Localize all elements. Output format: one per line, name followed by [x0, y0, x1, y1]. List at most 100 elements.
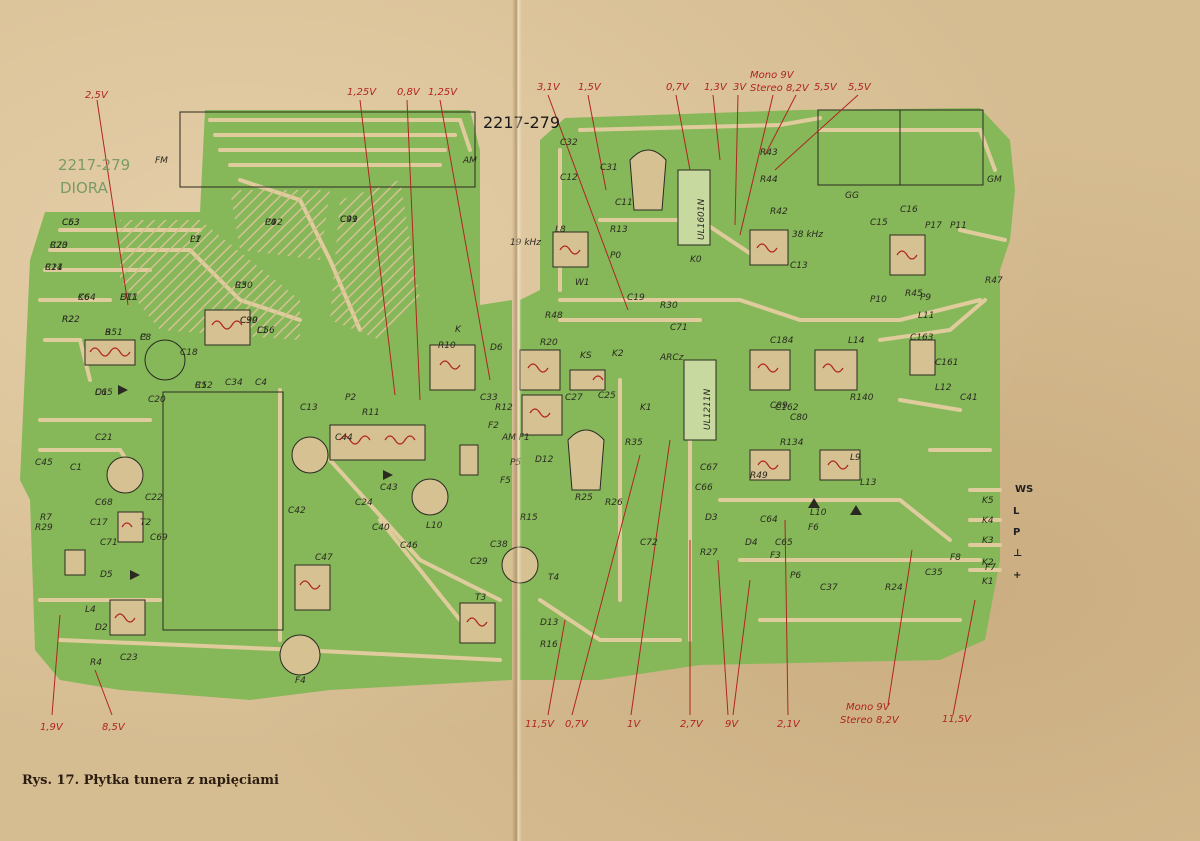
component-label: L11: [918, 311, 934, 321]
voltage-top-0: 2,5V: [85, 90, 109, 101]
voltage-bottom-5: 2,7V: [680, 719, 704, 730]
component-label: C64: [760, 515, 778, 525]
component-label: L9: [850, 453, 861, 463]
component-label: T3: [475, 593, 486, 603]
component-label: C162: [775, 403, 799, 413]
voltage-top-7: 1,3V: [704, 82, 728, 93]
ic-ul1211n: [683, 359, 717, 441]
component-label: C50: [235, 281, 253, 291]
connector-label-gnd: ⊥: [1013, 548, 1022, 559]
component-label: D1: [95, 388, 108, 398]
component-label: R10: [438, 341, 456, 351]
component-label: R25: [575, 493, 593, 503]
component-label: L8: [555, 225, 566, 235]
component-label: D13: [540, 618, 559, 628]
component-label: ARCz: [659, 353, 684, 363]
component-label: L13: [860, 478, 877, 488]
component-label: C65: [775, 538, 793, 548]
component-label: D6: [490, 343, 503, 353]
band-fm-label: FM: [155, 156, 168, 166]
component-label: F4: [295, 676, 306, 686]
ic1-label: UL1601N: [697, 198, 707, 240]
component-label: K0: [690, 255, 702, 265]
hatched-pour-center: [330, 180, 420, 340]
component-label: R24: [885, 583, 903, 593]
ic-ul1601n: [677, 169, 711, 246]
component-label: F3: [770, 551, 781, 561]
component-label: R22: [62, 315, 80, 325]
component-label: C15: [870, 218, 888, 228]
component-label: R51: [105, 328, 123, 338]
component-label: C12: [560, 173, 578, 183]
component-label: R15: [520, 513, 538, 523]
component-label: T2: [140, 518, 151, 528]
component-label: R140: [850, 393, 874, 403]
component-label: D3: [705, 513, 718, 523]
component-label: C80: [790, 413, 808, 423]
component-label: C163: [910, 333, 934, 343]
component-label: F5: [500, 476, 511, 486]
component-label: R11: [362, 408, 380, 418]
component-label: F2: [488, 421, 499, 431]
component-label: R13: [610, 225, 628, 235]
component-label: C71: [100, 538, 118, 548]
component-label: C13: [790, 261, 808, 271]
component-label: R35: [625, 438, 643, 448]
connector-pin-k1: K1: [982, 577, 994, 587]
component-label: B: [105, 328, 111, 338]
paper-fold: [512, 0, 522, 841]
component-label: R4: [90, 658, 102, 668]
gg-label: GG: [845, 191, 859, 201]
component-label: C67: [700, 463, 718, 473]
component-label: C56: [257, 326, 275, 336]
component-label: C23: [120, 653, 138, 663]
component-label: C18: [180, 348, 198, 358]
component-label: R47: [985, 276, 1003, 286]
voltage-top-3: 1,25V: [428, 87, 458, 98]
voltage-leaders: [51, 94, 976, 716]
capacitor-c18: [106, 456, 144, 494]
component-label: T4: [548, 573, 559, 583]
component-label: C68: [95, 498, 113, 508]
voltage-bottom-6: 9V: [725, 719, 739, 730]
connector-pin-k3: K3: [982, 536, 994, 546]
voltage-bottom-8: 11,5V: [942, 714, 972, 725]
component-label: C92: [265, 218, 283, 228]
component-label: P7: [190, 235, 201, 245]
component-label: C11: [615, 198, 633, 208]
component-label: L10: [810, 508, 827, 518]
component-label: C39: [240, 316, 258, 326]
component-label: K: [455, 325, 462, 335]
component-label: L1: [190, 235, 201, 245]
transistor-t2: [567, 429, 605, 491]
figure-caption: Rys. 17. Płytka tunera z napięciami: [22, 773, 279, 788]
capacitor-c1: [144, 339, 186, 381]
stamp-brand-label: DIORA: [60, 179, 109, 197]
voltage-bottom-0: 1,9V: [40, 722, 64, 733]
pcb-copper-right: [520, 108, 1015, 680]
component-label: C43: [380, 483, 398, 493]
voltages-top: 2,5V 1,25V 0,8V 1,25V 3,1V 1,5V 0,7V 1,3…: [85, 70, 872, 101]
stamp-code-label: 2217-279: [58, 156, 130, 174]
component-label: C1: [70, 463, 82, 473]
coil-windings: [89, 243, 918, 627]
component-label: C20: [148, 395, 166, 405]
connector-label-l: L: [1013, 506, 1020, 517]
connector-label-plus: +: [1013, 570, 1021, 581]
component-label: C13: [300, 403, 318, 413]
component-label: C89: [770, 401, 788, 411]
connector-labels: WS L P ⊥ +: [1013, 484, 1033, 581]
component-label: R26: [605, 498, 623, 508]
component-label: C69: [150, 533, 168, 543]
component-label: R43: [760, 148, 778, 158]
component-label: L1: [257, 326, 268, 336]
component-label: K1: [640, 403, 652, 413]
component-label: C47: [315, 553, 333, 563]
component-label: C19: [627, 293, 645, 303]
component-label: C32: [560, 138, 578, 148]
component-label: C184: [770, 336, 794, 346]
component-label: C14: [45, 263, 63, 273]
component-label: R2: [62, 315, 74, 325]
freq-38-label: 38 kHz: [792, 230, 823, 240]
voltage-top-1: 1,25V: [347, 87, 377, 98]
